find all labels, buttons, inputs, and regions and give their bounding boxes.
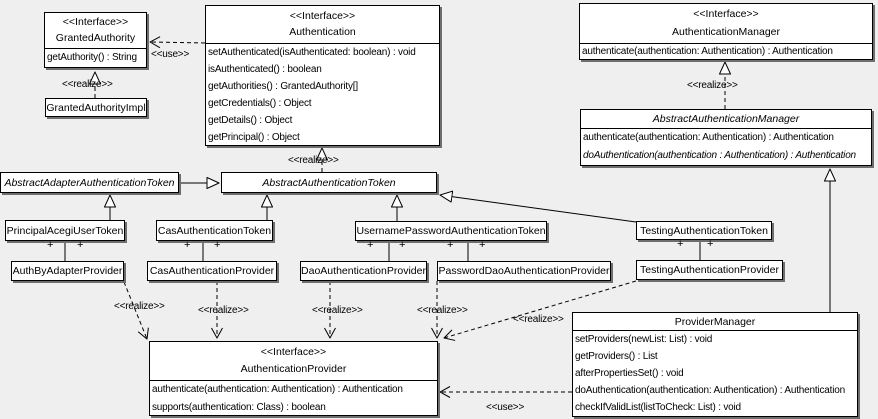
class-password-dao-authentication-provider: PasswordDaoAuthenticationProvider <box>437 261 611 281</box>
method: authenticate(authentication: Authenticat… <box>583 132 834 143</box>
class-header: <<Interface>> AuthenticationManager <box>580 4 872 44</box>
class-name: AbstractAuthenticationToken <box>262 176 396 189</box>
method: doAuthentication(authentication: Authent… <box>575 385 845 396</box>
class-auth-by-adapter-provider: AuthByAdapterProvider <box>11 261 124 281</box>
class-authentication: <<Interface>> Authentication setAuthenti… <box>205 5 440 146</box>
method: supports(authentication: Class) : boolea… <box>152 402 326 413</box>
method: getCredentials() : Object <box>208 98 312 109</box>
class-dao-authentication-provider: DaoAuthenticationProvider <box>300 261 427 281</box>
class-abstract-authentication-token: AbstractAuthenticationToken <box>221 172 437 193</box>
method: authenticate(authentication: Authenticat… <box>152 384 403 395</box>
realize-label: <<realize>> <box>312 305 363 316</box>
plus-label: + <box>677 238 684 250</box>
class-header: <<Interface>> AuthenticationProvider <box>150 342 437 381</box>
class-name: DaoAuthenticationProvider <box>301 265 426 277</box>
class-name: CasAuthenticationProvider <box>149 265 275 277</box>
class-name: AbstractAuthenticationManager <box>652 113 800 125</box>
class-name: GrantedAuthorityImpl <box>46 101 146 114</box>
class-testing-authentication-provider: TestingAuthenticationProvider <box>636 260 783 280</box>
class-authentication-manager: <<Interface>> AuthenticationManager auth… <box>579 3 873 60</box>
class-header: ProviderManager <box>573 313 857 331</box>
class-name: GrantedAuthority <box>55 32 136 44</box>
class-authentication-provider: <<Interface>> AuthenticationProvider aut… <box>149 341 438 416</box>
method: getAuthority() : String <box>47 52 137 63</box>
plus-label: + <box>214 239 221 251</box>
class-header: <<Interface>> Authentication <box>206 6 439 44</box>
use-label: <<use>> <box>486 402 525 413</box>
plus-label: + <box>447 239 454 251</box>
class-principal-acegi-user-token: PrincipalAcegiUserToken <box>5 220 125 241</box>
class-name: AbstractAdapterAuthenticationToken <box>4 176 175 189</box>
use-label: <<use>> <box>151 49 190 60</box>
class-abstract-adapter-authentication-token: AbstractAdapterAuthenticationToken <box>0 172 179 193</box>
method: checkIfValidList(listToCheck: List) : vo… <box>575 402 741 413</box>
class-username-password-authentication-token: UsernamePasswordAuthenticationToken <box>355 221 547 241</box>
method: setAuthenticated(isAuthenticated: boolea… <box>208 47 416 58</box>
stereotype: <<Interface>> <box>693 8 759 21</box>
method: isAuthenticated() : boolean <box>208 64 322 75</box>
class-name: PrincipalAcegiUserToken <box>6 224 124 237</box>
stereotype: <<Interface>> <box>260 346 327 358</box>
realize-label: <<realize>> <box>288 155 339 166</box>
method: afterPropertiesSet() : void <box>575 368 684 379</box>
class-provider-manager: ProviderManager setProviders(newList: Li… <box>572 312 858 417</box>
plus-label: + <box>367 239 374 251</box>
class-cas-authentication-provider: CasAuthenticationProvider <box>147 261 277 281</box>
method: getPrincipal() : Object <box>208 132 300 143</box>
edge-realize-authbyadapterprovider <box>123 281 147 339</box>
plus-label: + <box>399 239 406 251</box>
realize-label: <<realize>> <box>417 305 468 316</box>
edge-gen-testingauthenticationtoken <box>440 195 637 223</box>
class-name: ProviderManager <box>674 315 756 328</box>
class-name: TestingAuthenticationToken <box>640 224 768 237</box>
class-name: Authentication <box>289 26 356 39</box>
plus-label: + <box>47 239 54 251</box>
class-name: AuthenticationProvider <box>240 363 347 375</box>
plus-label: + <box>707 238 714 250</box>
class-granted-authority-impl: GrantedAuthorityImpl <box>45 98 147 117</box>
class-cas-authentication-token: CasAuthenticationToken <box>156 220 273 241</box>
method: doAuthentication(authentication : Authen… <box>583 150 856 161</box>
edge-realize-testingauthenticationprovider <box>444 280 637 338</box>
class-header: AbstractAuthenticationManager <box>581 110 871 129</box>
class-name: UsernamePasswordAuthenticationToken <box>356 225 546 237</box>
realize-label: <<realize>> <box>513 314 564 325</box>
plus-label: + <box>479 239 486 251</box>
edge-use-authentication-grantedauthority <box>150 42 206 43</box>
class-name: TestingAuthenticationProvider <box>640 264 779 276</box>
method: authenticate(authentication: Authenticat… <box>582 46 833 57</box>
realize-label: <<realize>> <box>114 301 165 312</box>
method: setProviders(newList: List) : void <box>575 334 713 345</box>
realize-label: <<realize>> <box>687 80 738 91</box>
class-name: PasswordDaoAuthenticationProvider <box>438 265 610 277</box>
class-name: AuthByAdapterProvider <box>12 265 123 277</box>
realize-label: <<realize>> <box>62 79 113 90</box>
class-header: <<Interface>> GrantedAuthority <box>45 13 146 49</box>
class-abstract-authentication-manager: AbstractAuthenticationManager authentica… <box>580 109 872 166</box>
realize-label: <<realize>> <box>198 305 249 316</box>
method: getProviders() : List <box>575 351 658 362</box>
class-testing-authentication-token: TestingAuthenticationToken <box>636 221 772 240</box>
class-name: AuthenticationManager <box>672 25 780 38</box>
plus-label: + <box>77 239 84 251</box>
class-granted-authority: <<Interface>> GrantedAuthority getAuthor… <box>44 12 147 68</box>
stereotype: <<Interface>> <box>62 16 129 28</box>
method: getAuthorities() : GrantedAuthority[] <box>208 81 358 92</box>
method: getDetails() : Object <box>208 115 293 126</box>
stereotype: <<Interface>> <box>289 9 356 22</box>
class-name: CasAuthenticationToken <box>157 224 272 237</box>
plus-label: + <box>184 239 191 251</box>
